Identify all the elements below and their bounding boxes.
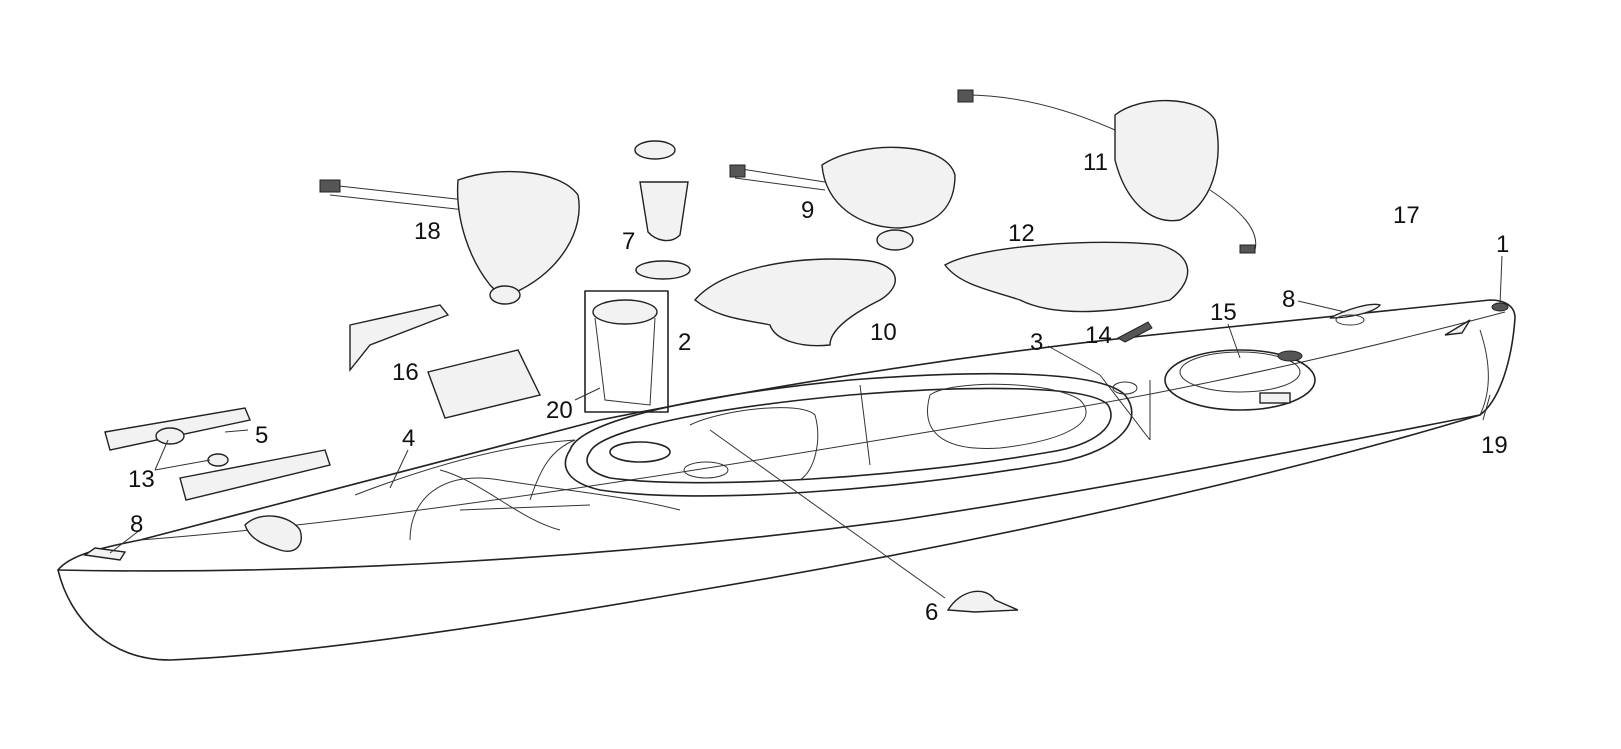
leader-lines	[109, 255, 1503, 599]
callout-2: 2	[678, 329, 691, 356]
part-11-backrest	[957, 89, 1257, 254]
callout-11: 11	[1083, 149, 1108, 176]
bungee-cords	[244, 439, 681, 552]
part-14-cleat	[1116, 321, 1153, 343]
part-6-skeg	[946, 590, 1019, 613]
part-5-footbraces	[104, 407, 331, 501]
callout-20: 20	[546, 397, 573, 424]
callout-7: 7	[622, 228, 635, 255]
part-12-cushion	[943, 241, 1189, 313]
callout-8-stern: 8	[1282, 286, 1295, 313]
part-8-bow-handle	[83, 547, 127, 561]
callout-6: 6	[925, 599, 938, 626]
part-7-cupholder	[634, 140, 691, 280]
callout-10: 10	[870, 319, 897, 346]
callout-13: 13	[128, 466, 155, 493]
callout-12: 12	[1008, 220, 1035, 247]
callout-3: 3	[1030, 329, 1043, 356]
part-16-thigh-braces	[349, 304, 542, 419]
kayak-hull	[57, 299, 1516, 661]
callout-19: 19	[1481, 432, 1508, 459]
callout-4: 4	[402, 425, 415, 452]
callout-18: 18	[414, 218, 441, 245]
part-20-dry-bag	[584, 290, 669, 413]
callout-16: 16	[392, 359, 419, 386]
callout-8-bow: 8	[130, 511, 143, 538]
callout-9: 9	[801, 197, 814, 224]
callout-15: 15	[1210, 299, 1237, 326]
callout-14: 14	[1085, 322, 1112, 349]
part-10-seat-pad	[694, 258, 896, 347]
part-15-rear-hatch	[1164, 349, 1316, 411]
part-18-seat-back	[319, 170, 580, 305]
part-9-seat	[729, 146, 956, 251]
callout-1: 1	[1496, 231, 1509, 258]
kayak-cockpit	[564, 372, 1133, 497]
stern-deck	[1099, 302, 1509, 441]
callout-5: 5	[255, 422, 268, 449]
callout-labels: 1 2 3 4 5 6 7 8 8 9 10 11 12 13 14 15 16…	[128, 149, 1509, 626]
callout-17: 17	[1393, 202, 1420, 229]
